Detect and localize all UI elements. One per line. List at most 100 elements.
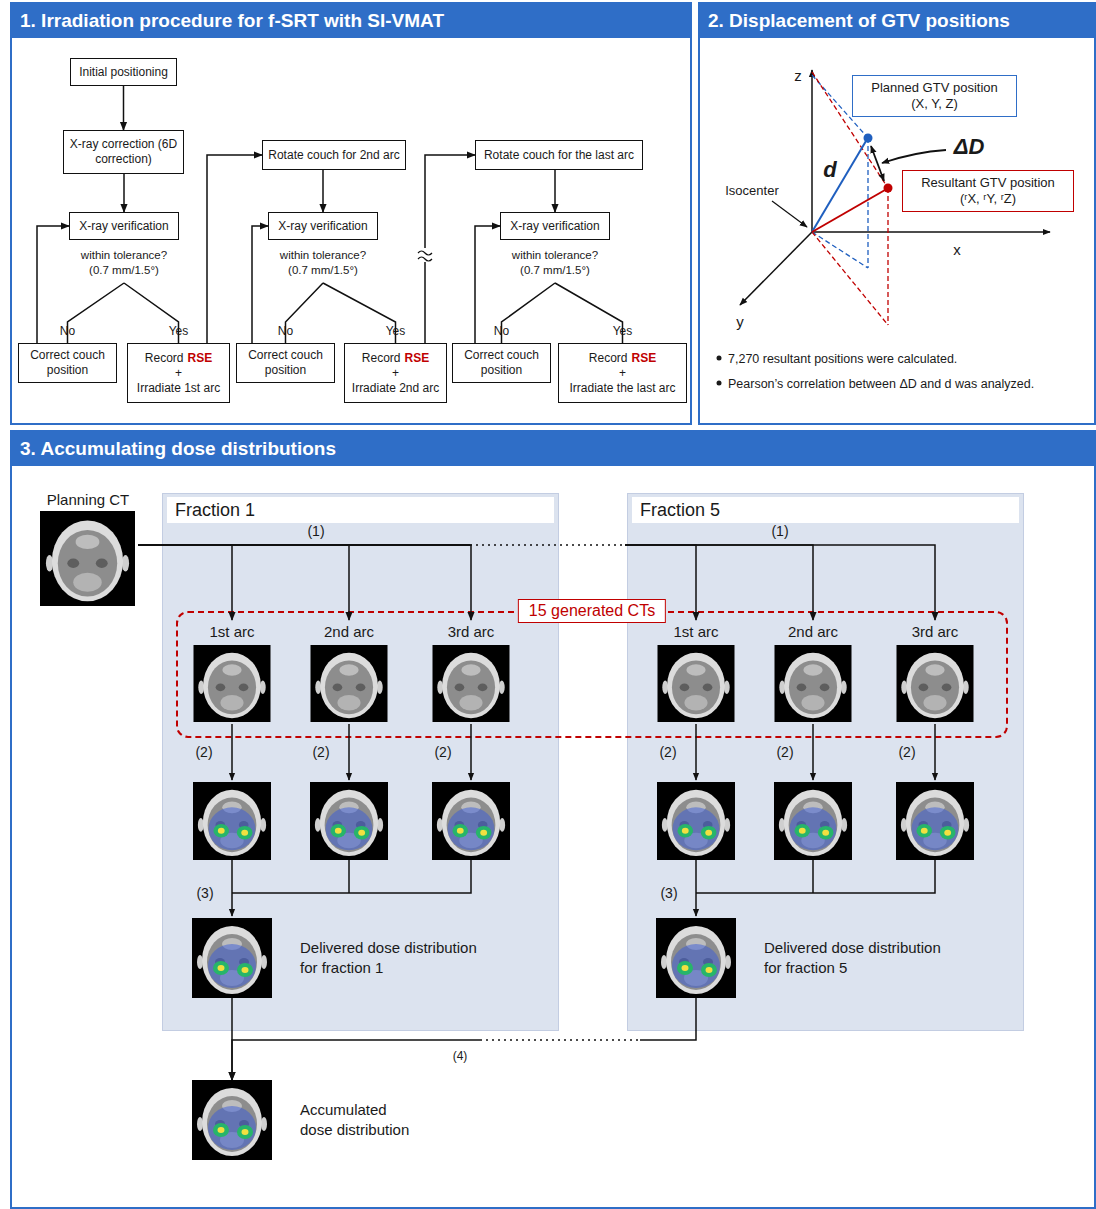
process-box: Correct couch position — [236, 343, 335, 383]
text-label: 7,270 resultant positions were calculate… — [728, 352, 957, 366]
text-label: (2) — [312, 744, 329, 760]
label-holder: (2) — [659, 743, 676, 761]
box-text: Rotate couch for 2nd arc — [267, 148, 401, 163]
process-box: RecordRSE+Irradiate the last arc — [558, 343, 687, 403]
position-box: Planned GTV position(X, Y, Z) — [852, 75, 1017, 117]
dose-image-node: Accumulated dose distribution — [192, 1080, 272, 1160]
box-label: Planned GTV position — [871, 80, 997, 95]
process-box: X-ray verification — [69, 212, 179, 240]
box-label: (ʳX, ʳY, ʳZ) — [960, 191, 1016, 206]
panel-heading: 1. Irradiation procedure for f-SRT with … — [12, 4, 690, 38]
tile-heading: 3rd arc — [432, 620, 510, 641]
box-label: Correct couch position — [248, 348, 323, 377]
label-holder: (3) — [196, 884, 213, 902]
tile-heading: 1st arc — [657, 620, 735, 641]
position-box: Resultant GTV position(ʳX, ʳY, ʳZ) — [902, 170, 1074, 212]
image-title: 3rd arc — [912, 623, 959, 640]
box-label: X-ray verification — [79, 219, 168, 233]
label-holder: (2) — [312, 743, 329, 761]
tile-heading: 2nd arc — [774, 620, 852, 641]
box-text: Rotate couch for the last arc — [480, 148, 638, 163]
decision-text-box: within tolerance? (0.7 mm/1.5°) — [505, 243, 605, 282]
text-label: (3) — [660, 885, 677, 901]
process-box: X-ray correction (6D correction) — [63, 130, 184, 174]
image-title: Planning CT — [47, 491, 130, 508]
image-title: 1st arc — [209, 623, 254, 640]
box-text: X-ray verification — [74, 219, 174, 234]
box-label: RSE — [188, 351, 213, 365]
text-label: d — [823, 157, 836, 182]
label-holder: z — [794, 67, 802, 85]
text-label: (2) — [434, 744, 451, 760]
fraction-panel: Fraction 11st arc2nd arc3rd arcDelivered… — [162, 493, 559, 1031]
tile-heading: Planning CT — [38, 488, 138, 509]
box-label: + — [175, 366, 182, 380]
edge-label-holder: Yes — [611, 321, 635, 339]
edge-label: Yes — [611, 324, 635, 338]
edge-label-holder: Yes — [384, 321, 408, 339]
label-holder: (2) — [898, 743, 915, 761]
text-label: z — [794, 67, 802, 84]
box-text: Correct couch position — [457, 348, 546, 378]
image-title: 2nd arc — [324, 623, 374, 640]
panel-heading: 3. Accumulating dose distributions — [12, 432, 1094, 466]
decision-text-box: within tolerance? (0.7 mm/1.5°) — [74, 243, 174, 282]
box-label: Initial positioning — [79, 65, 168, 79]
box-text: Planned GTV position(X, Y, Z) — [857, 80, 1012, 113]
group-label: 15 generated CTs — [518, 599, 666, 623]
box-label: Correct couch position — [30, 348, 105, 377]
process-box: Correct couch position — [452, 343, 551, 383]
label-holder: y — [736, 313, 744, 331]
image-caption: Delivered dose distribution for fraction… — [764, 938, 954, 977]
image-caption: Accumulated dose distribution — [300, 1100, 418, 1139]
box-label: RSE — [632, 351, 657, 365]
edge-label: No — [492, 324, 511, 338]
dose-image-node: Delivered dose distribution for fraction… — [656, 918, 736, 998]
text-label: (2) — [659, 744, 676, 760]
box-text: RecordRSE+Irradiate 2nd arc — [349, 351, 442, 396]
box-text: RecordRSE+Irradiate 1st arc — [132, 351, 225, 396]
process-box: X-ray verification — [500, 212, 610, 240]
label-holder: (2) — [434, 743, 451, 761]
box-label: Correct couch position — [464, 348, 539, 377]
box-text: Initial positioning — [75, 65, 172, 80]
box-label: + — [619, 366, 626, 380]
box-label: X-ray verification — [510, 219, 599, 233]
panel-heading: 2. Displacement of GTV positions — [700, 4, 1094, 38]
label-holder: (2) — [776, 743, 793, 761]
box-text: X-ray verification — [505, 219, 605, 234]
box-label: X-ray verification — [278, 219, 367, 233]
edge-label: Yes — [167, 324, 191, 338]
box-label: Irradiate the last arc — [569, 381, 675, 395]
label-holder: (3) — [660, 884, 677, 902]
label-holder: Pearson’s correlation between ΔD and d w… — [728, 374, 1034, 392]
dose-image-node: Delivered dose distribution for fraction… — [192, 918, 272, 998]
decision-text-box: within tolerance? (0.7 mm/1.5°) — [273, 243, 373, 282]
edge-label: No — [58, 324, 77, 338]
box-text: within tolerance? (0.7 mm/1.5°) — [275, 248, 371, 277]
box-text: Resultant GTV position(ʳX, ʳY, ʳZ) — [907, 175, 1069, 208]
image-caption: Delivered dose distribution for fraction… — [300, 938, 490, 977]
ct-image-tile: 3rd arc — [432, 620, 510, 722]
label-holder: (2) — [195, 743, 212, 761]
edge-label-holder: (1) — [769, 522, 790, 540]
box-label: Rotate couch for the last arc — [484, 148, 634, 162]
box-text: X-ray verification — [273, 219, 373, 234]
box-text: within tolerance? (0.7 mm/1.5°) — [76, 248, 172, 277]
box-text: Correct couch position — [241, 348, 330, 378]
edge-label: No — [276, 324, 295, 338]
edge-label-holder: No — [58, 321, 77, 339]
box-text: RecordRSE+Irradiate the last arc — [563, 351, 682, 396]
ct-image-tile: 2nd arc — [774, 620, 852, 722]
fraction-header: Fraction 5 — [632, 497, 1019, 523]
process-box: Rotate couch for the last arc — [475, 140, 643, 170]
ct-image-tile: 1st arc — [657, 620, 735, 722]
fraction-panel: Fraction 5 1st arc 2nd arc 3rd arcDelivered… — [627, 493, 1024, 1031]
box-text: X-ray correction (6D correction) — [68, 137, 179, 167]
box-label: within tolerance? (0.7 mm/1.5°) — [512, 249, 598, 275]
box-label: Irradiate 2nd arc — [352, 381, 439, 395]
ct-image-tile: 1st arc — [193, 620, 271, 722]
panel: 1. Irradiation procedure for f-SRT with … — [10, 2, 692, 425]
box-label: (X, Y, Z) — [911, 96, 957, 111]
ct-image-tile: 3rd arc — [896, 620, 974, 722]
